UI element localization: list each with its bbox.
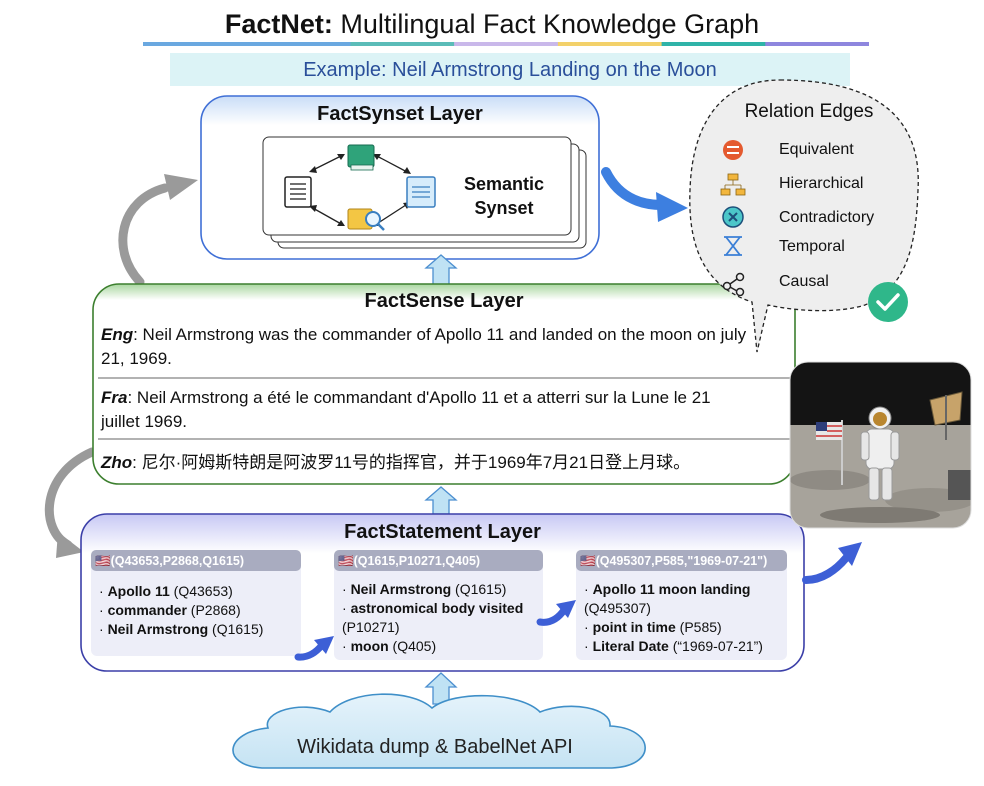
statement-line: · Apollo 11 (Q43653)	[99, 583, 233, 599]
hierarchy-icon	[720, 173, 746, 196]
flag-icon: 🇺🇸	[338, 554, 354, 568]
underline-segment	[350, 42, 455, 46]
sense-entry-fra: Fra: Neil Armstrong a été le commandant …	[101, 388, 711, 431]
statement-line: · Neil Armstrong (Q1615)	[99, 621, 264, 637]
statement-line: · point in time (P585)	[584, 619, 722, 635]
subtitle-banner	[170, 53, 850, 86]
statement-card-3-bg	[576, 550, 787, 660]
underline-segment	[246, 42, 351, 46]
sense-to-synset-curve	[118, 183, 170, 287]
underline-segment	[765, 42, 869, 46]
sense-up-arrow	[424, 486, 458, 515]
flag-icon: 🇺🇸	[95, 554, 111, 568]
statement-card-1-header: 🇺🇸(Q43653,P2868,Q1615)	[95, 554, 245, 568]
statement-line: · Neil Armstrong (Q1615)	[342, 581, 507, 597]
diagram-title: FactNet: Multilingual Fact Knowledge Gra…	[224, 9, 760, 39]
book-icon	[347, 144, 375, 171]
relation-label-causal: Causal	[779, 273, 829, 290]
statement-line: · Apollo 11 moon landing (Q495307)	[584, 581, 751, 616]
relation-label-equivalent: Equivalent	[779, 141, 854, 158]
relation-icons	[720, 140, 746, 296]
check-icon	[868, 282, 908, 322]
flag-icon: 🇺🇸	[580, 554, 596, 568]
document-icon	[284, 176, 312, 208]
synset-graph	[284, 144, 436, 231]
diagram-subtitle: Example: Neil Armstrong Landing on the M…	[303, 59, 717, 81]
statement-to-sense-arrowhead	[56, 532, 84, 558]
relation-label-contradictory: Contradictory	[779, 209, 875, 226]
underline-segment	[143, 42, 248, 46]
equivalent-icon	[723, 140, 743, 160]
underline-segment	[661, 42, 766, 46]
hourglass-icon	[724, 236, 742, 256]
synset-to-relations-arrow	[601, 167, 667, 210]
statement-card-3: · Apollo 11 moon landing (Q495307) · poi…	[584, 580, 784, 656]
statement-line: · astronomical body visited (P10271)	[342, 600, 524, 635]
source-label: Wikidata dump & BabelNet API	[297, 736, 573, 758]
statement-card-1-bg	[91, 550, 301, 656]
sense-entry-zho: Zho: 尼尔·阿姆斯特朗是阿波罗11号的指挥官，并于1969年7月21日登上月…	[101, 453, 691, 472]
statement-card-3-header: 🇺🇸(Q495307,P585,"1969-07-21")	[580, 554, 768, 568]
statement-card-2-bg	[334, 550, 543, 660]
relation-label-hierarchical: Hierarchical	[779, 175, 864, 192]
title-underline	[143, 42, 869, 46]
synset-layer-title: FactSynset Layer	[317, 103, 483, 125]
notepad-icon	[406, 176, 436, 208]
statement-layer-title: FactStatement Layer	[344, 521, 541, 543]
statement-card-2: · Neil Armstrong (Q1615) · astronomical …	[342, 580, 528, 656]
statement-card-2-header: 🇺🇸(Q1615,P10271,Q405)	[338, 554, 481, 568]
statement-card-1: · Apollo 11 (Q43653) · commander (P2868)…	[99, 582, 299, 639]
contradictory-icon	[722, 206, 744, 228]
statement-line: · commander (P2868)	[99, 602, 241, 618]
sense-to-synset-arrowhead	[164, 174, 198, 200]
synset-up-arrow	[424, 254, 458, 286]
magnifier-book-icon	[347, 208, 385, 231]
causal-icon	[722, 272, 745, 296]
statement-to-photo-arrow	[802, 554, 850, 584]
sense-layer-title: FactSense Layer	[364, 290, 524, 312]
statement-line: · moon (Q405)	[342, 638, 437, 654]
astronaut-photo	[789, 361, 972, 529]
relation-edges-bubble	[689, 79, 919, 353]
sense-entry-eng: Eng: Neil Armstrong was the commander of…	[101, 325, 747, 368]
underline-segment	[454, 42, 559, 46]
relation-edges-title: Relation Edges	[744, 101, 874, 122]
statement-line: · Literal Date (“1969-07-21”)	[584, 638, 763, 654]
semantic-synset-label: Semantic Synset	[463, 174, 545, 218]
source-cloud	[232, 693, 646, 769]
relation-label-temporal: Temporal	[779, 238, 845, 255]
underline-segment	[557, 42, 663, 46]
